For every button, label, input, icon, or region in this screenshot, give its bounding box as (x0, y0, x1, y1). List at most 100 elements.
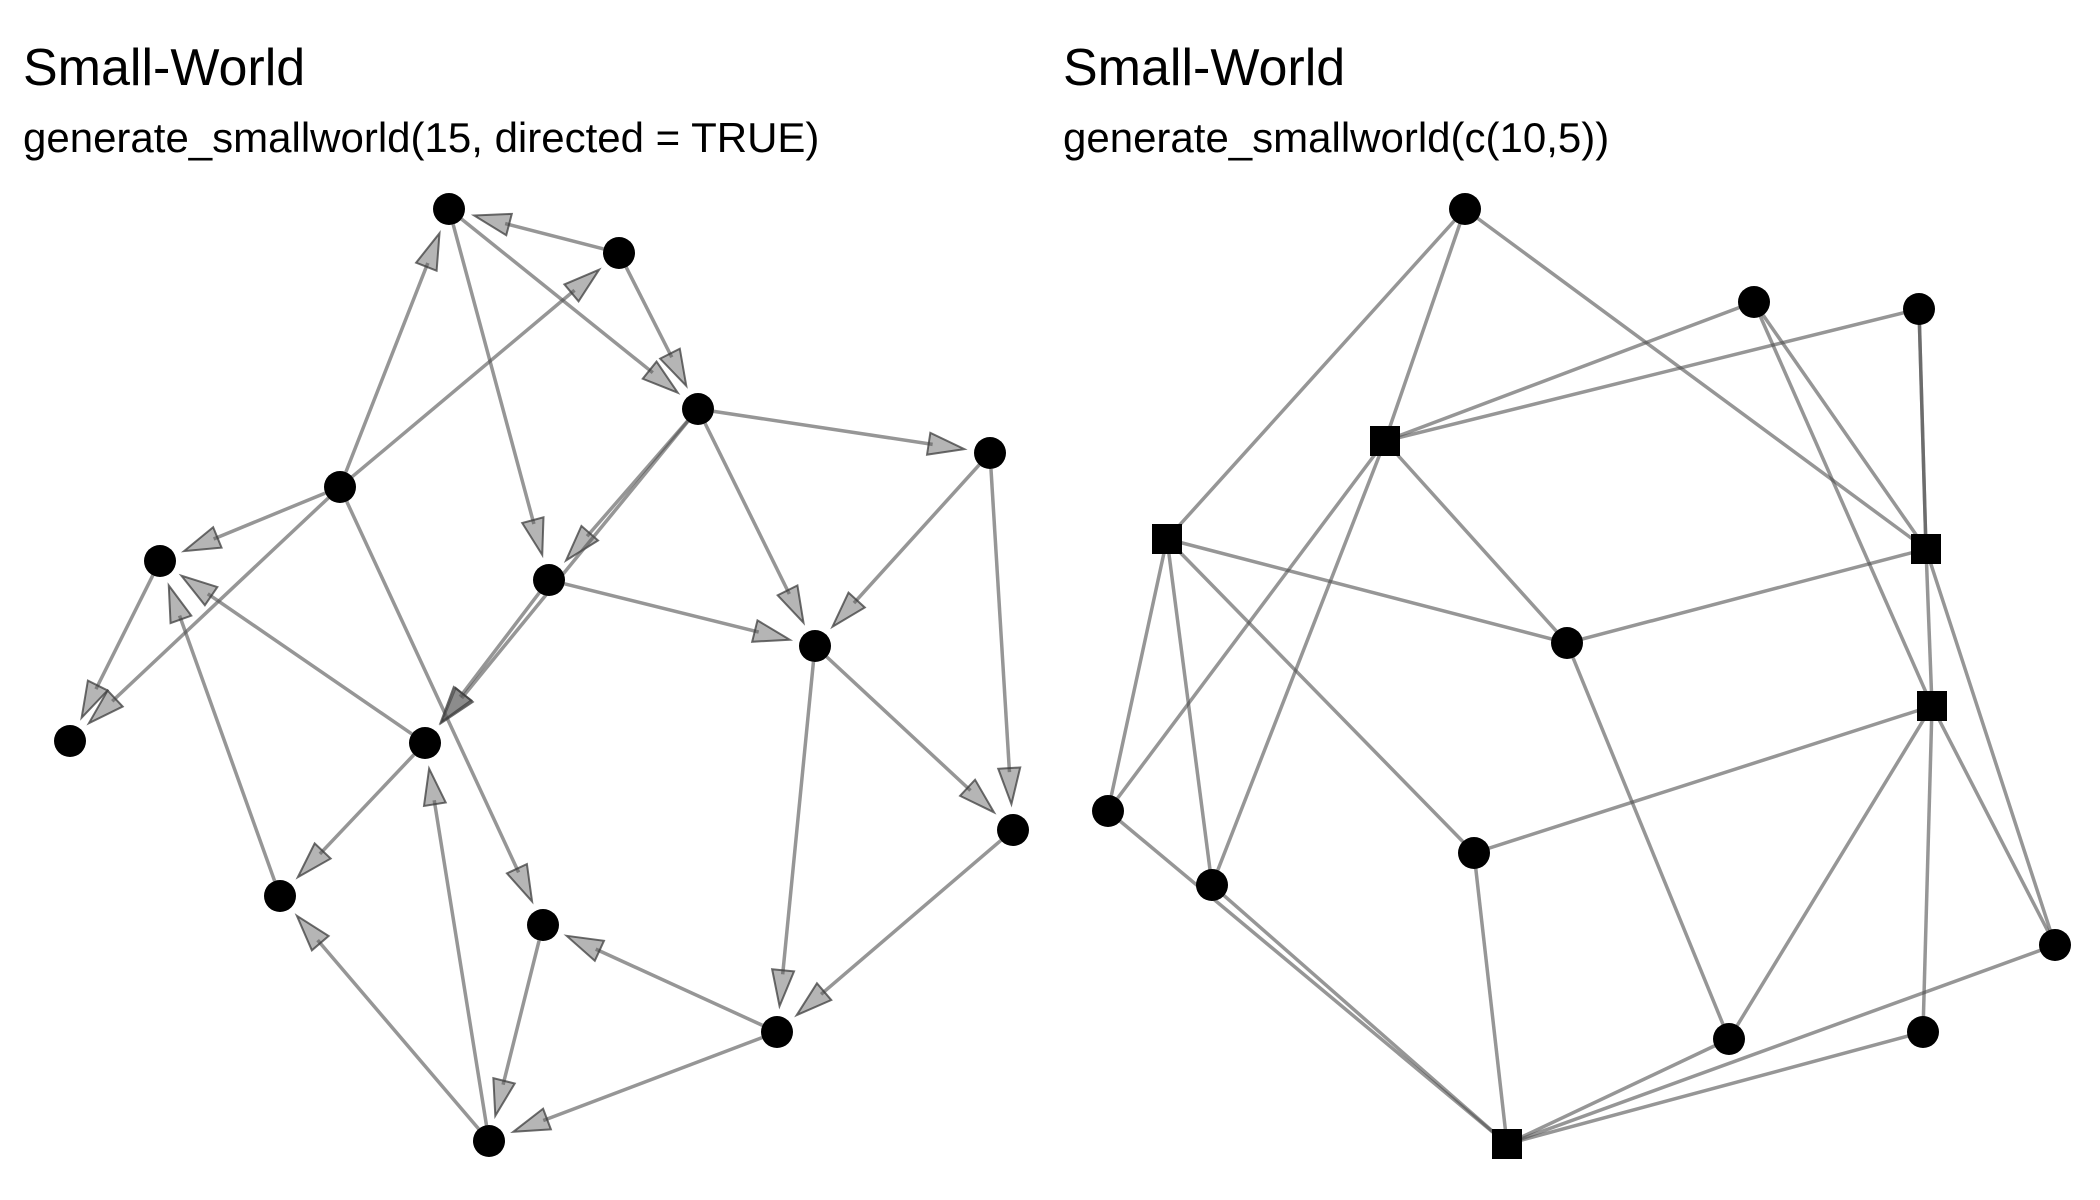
graph-node (974, 437, 1006, 469)
arrow-head (996, 766, 1022, 808)
graph-edge (1165, 207, 1467, 541)
graph-edge (1210, 440, 1387, 886)
graph-node (2039, 929, 2071, 961)
arrow-head (750, 618, 794, 643)
graph-node (1903, 293, 1935, 325)
graph-edge (460, 217, 681, 395)
graph-edge (1506, 943, 2056, 1146)
arrow-head (470, 212, 514, 237)
graph-node (761, 1016, 793, 1048)
arrow-head (294, 913, 331, 952)
graph-edge (563, 934, 764, 1027)
graph-edge (713, 409, 968, 456)
arrow-head (641, 359, 681, 395)
arrow-head (958, 778, 997, 815)
panel-undirected-smallworld: Small-World generate_smallworld(c(10,5)) (1040, 0, 2080, 1200)
graph-edge (1210, 883, 1509, 1146)
graph-edge (439, 420, 690, 726)
graph-edge (180, 491, 326, 553)
graph-node (1738, 286, 1770, 318)
arrow-head (776, 584, 806, 626)
graph-edge (1566, 547, 1927, 645)
graph-edge (1752, 300, 1928, 551)
graph-edge (492, 940, 541, 1120)
graph-edge (1921, 705, 1934, 1033)
graph-edge (344, 230, 441, 473)
graph-node (1196, 869, 1228, 901)
graph-node-square (1152, 524, 1182, 554)
arrow-head (492, 1076, 517, 1120)
graph-edge (451, 223, 545, 559)
graph-edge (438, 591, 541, 726)
graph-edge (470, 212, 604, 251)
arrow-head (794, 981, 833, 1018)
arrow-head (562, 267, 602, 303)
graph-edge (1924, 548, 2057, 946)
graph-node (433, 193, 465, 225)
graph-edge (1752, 301, 1934, 707)
graph-edge (1924, 548, 1934, 707)
arrow-head (86, 688, 125, 726)
arrow-head (520, 515, 545, 559)
graph-node (1907, 1016, 1939, 1048)
graph-node-square (1492, 1129, 1522, 1159)
graph-edge (1384, 300, 1755, 443)
arrow-head (438, 685, 473, 726)
arrow-head (563, 934, 606, 963)
arrow-head (770, 968, 796, 1010)
arrow-head (178, 573, 219, 607)
graph-edge (1106, 538, 1169, 812)
graph-edge (1727, 705, 1934, 1040)
graph-edge (1106, 439, 1387, 813)
graph-node (1092, 795, 1124, 827)
graph-node (54, 725, 86, 757)
graph-edge (1565, 642, 1731, 1040)
graph-node (324, 471, 356, 503)
arrow-head (505, 862, 534, 905)
graph-edge (178, 573, 413, 736)
graph-edge (989, 468, 1022, 808)
arrow-head (422, 765, 448, 808)
graph-edge (351, 267, 602, 479)
network-graph (54, 193, 1029, 1157)
graph-edge (794, 839, 1002, 1018)
graph-node (264, 880, 296, 912)
graph-edge (295, 753, 416, 880)
graph-edge (1106, 809, 1509, 1146)
graph-node (533, 564, 565, 596)
graph-edge (1165, 537, 1476, 855)
graph-node (1458, 837, 1490, 869)
graph-edge (1165, 538, 1214, 886)
arrow-head (925, 431, 968, 456)
panel-subtitle: generate_smallworld(c(10,5)) (1063, 114, 1610, 161)
arrow-head (658, 347, 688, 389)
graph-edge (1166, 537, 1568, 645)
graph-edge (86, 496, 330, 726)
panel-subtitle: generate_smallworld(15, directed = TRUE) (23, 114, 820, 161)
graph-node (409, 727, 441, 759)
graph-edge (703, 422, 806, 626)
graph-edge (294, 913, 480, 1130)
network-graph (1092, 193, 2071, 1159)
graph-edge (830, 463, 981, 630)
graph-node (1449, 193, 1481, 225)
graph-edge (510, 1036, 763, 1134)
graph-edge (1383, 439, 1569, 645)
graph-node (1713, 1023, 1745, 1055)
graph-edge (167, 582, 277, 882)
graph-node (473, 1125, 505, 1157)
graph-edge (80, 574, 155, 721)
arrow-head (295, 841, 333, 880)
arrow-head (414, 230, 441, 273)
panel-title: Small-World (23, 39, 306, 97)
arrow-head (180, 525, 223, 553)
panel-title: Small-World (1063, 39, 1346, 97)
graph-node (1551, 627, 1583, 659)
arrow-head (167, 582, 193, 625)
graph-edge (345, 500, 534, 905)
graph-edge (564, 582, 794, 643)
arrow-head (830, 591, 867, 630)
graph-node (997, 814, 1029, 846)
graph-edge (770, 661, 816, 1010)
graph-node (799, 630, 831, 662)
